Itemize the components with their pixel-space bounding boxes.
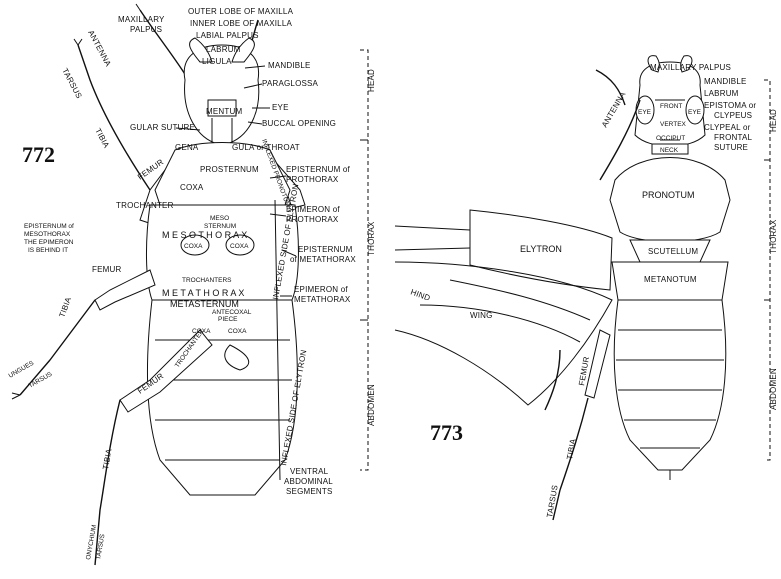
label-ventral-2: ABDOMINAL [284,477,333,486]
figure-number-772: 772 [22,142,55,167]
mid-femur-drawing [95,270,155,310]
label-episternum-prothorax-2: PROTHORAX [286,175,339,184]
label-tibia-front: TIBIA [93,127,111,150]
label-epistoma-1: EPISTOMA or [704,101,756,110]
label-clypeal-1: CLYPEAL or [704,123,751,132]
label-hind-773: HIND [409,287,431,302]
label-labrum: LABRUM [206,45,241,54]
label-vertex-773: VERTEX [660,121,687,128]
label-metanotum-773: METANOTUM [644,275,697,284]
label-epistoma-2: CLYPEUS [714,111,752,120]
label-paraglossa: PARAGLOSSA [262,79,319,88]
label-tibia-hind: TIBIA [101,448,114,471]
label-gular-suture: GULAR SUTURE [130,123,195,132]
label-mandible-773: MANDIBLE [704,77,747,86]
label-ventral-3: SEGMENTS [286,487,333,496]
label-head-773: HEAD [769,109,778,132]
label-front-773: FRONT [660,103,682,110]
label-coxa-hind-right: COXA [228,328,247,335]
label-mesosternum-1: MESO [210,215,229,222]
label-mesothorax-word: M E S O T H O R A X [162,230,247,240]
label-gena: GENA [175,143,199,152]
label-buccal-opening: BUCCAL OPENING [262,119,336,128]
figure-773: MAXILLARY PALPUS MANDIBLE LABRUM EPISTOM… [395,56,778,520]
label-eye-left-773: EYE [638,109,652,116]
label-episternum-metathorax-1: EPISTERNUM [298,245,353,254]
label-tarsus-front: TARSUS [60,67,83,100]
label-trochanters: TROCHANTERS [182,277,232,284]
label-episternum-mesothorax-2: MESOTHORAX [24,231,71,238]
label-epimeron-metathorax-2: METATHORAX [294,295,351,304]
label-thorax-773: THORAX [769,219,778,254]
label-antecoxal-1: ANTECOXAL [212,309,252,316]
label-trochanter: TROCHANTER [116,201,174,210]
figure-772: MAXILLARY PALPUS OUTER LOBE OF MAXILLA I… [8,4,377,565]
label-epimeron-metathorax-1: EPIMERON of [294,285,348,294]
label-episternum-metathorax-2: of METATHORAX [290,255,356,264]
label-episternum-prothorax-1: EPISTERNUM of [286,165,351,174]
figure-number-773: 773 [430,420,463,445]
label-episternum-mesothorax-4: IS BEHIND IT [28,247,68,254]
label-mentum: MENTUM [206,107,242,116]
label-antenna-773: ANTENNA [600,90,628,129]
label-tibia-773: TIBIA [565,438,578,461]
label-antecoxal-2: PIECE [218,316,238,323]
label-mesosternum-2: STERNUM [204,223,236,230]
label-outer-lobe: OUTER LOBE OF MAXILLA [188,7,294,16]
label-clypeal-2: FRONTAL [714,133,752,142]
label-prosternum: PROSTERNUM [200,165,259,174]
label-elytron-773: ELYTRON [520,244,562,254]
label-abdomen-773: ABDOMEN [769,368,778,410]
label-episternum-mesothorax-1: EPISTERNUM of [24,223,74,230]
label-coxa-mid-right: COXA [230,243,249,250]
label-wing-773: WING [470,311,493,320]
label-labrum-773: LABRUM [704,89,739,98]
label-antenna: ANTENNA [86,29,113,69]
label-tibia-mid: TIBIA [57,295,73,318]
label-clypeal-3: SUTURE [714,143,748,152]
label-tarsus-mid: TARSUS [28,370,54,389]
label-tarsus-hind: TARSUS [95,533,107,560]
label-metasternum: METASTERNUM [170,299,239,309]
label-maxillary-palpus-773: MAXILLARY PALPUS [650,63,731,72]
label-abdomen-772: ABDOMEN [367,384,376,426]
label-coxa-mid-left: COXA [184,243,203,250]
label-ventral-1: VENTRAL [290,467,329,476]
label-ungues: UNGUES [8,359,36,379]
label-episternum-mesothorax-3: THE EPIMERON [24,239,74,246]
label-occiput-773: OCCIPUT [656,135,685,142]
abdomen-773-drawing [614,300,726,470]
label-eye-right-773: EYE [688,109,702,116]
label-pronotum-773: PRONOTUM [642,190,695,200]
label-labial-palpus: LABIAL PALPUS [196,31,259,40]
label-coxa-front: COXA [180,183,204,192]
label-head-772: HEAD [367,69,376,92]
label-femur-mid: FEMUR [92,265,121,274]
abdomen-drawing [147,300,297,495]
label-scutellum-773: SCUTELLUM [648,247,698,256]
label-neck-773: NECK [660,147,679,154]
label-maxillary-palpus-1: MAXILLARY [118,15,165,24]
label-thorax-772: THORAX [367,221,376,256]
label-eye: EYE [272,103,289,112]
label-inner-lobe: INNER LOBE OF MAXILLA [190,19,292,28]
label-metathorax-word: M E T A T H O R A X [162,288,244,298]
label-mandible: MANDIBLE [268,61,311,70]
label-maxillary-palpus-2: PALPUS [130,25,162,34]
label-ligula: LIGULA [202,57,232,66]
